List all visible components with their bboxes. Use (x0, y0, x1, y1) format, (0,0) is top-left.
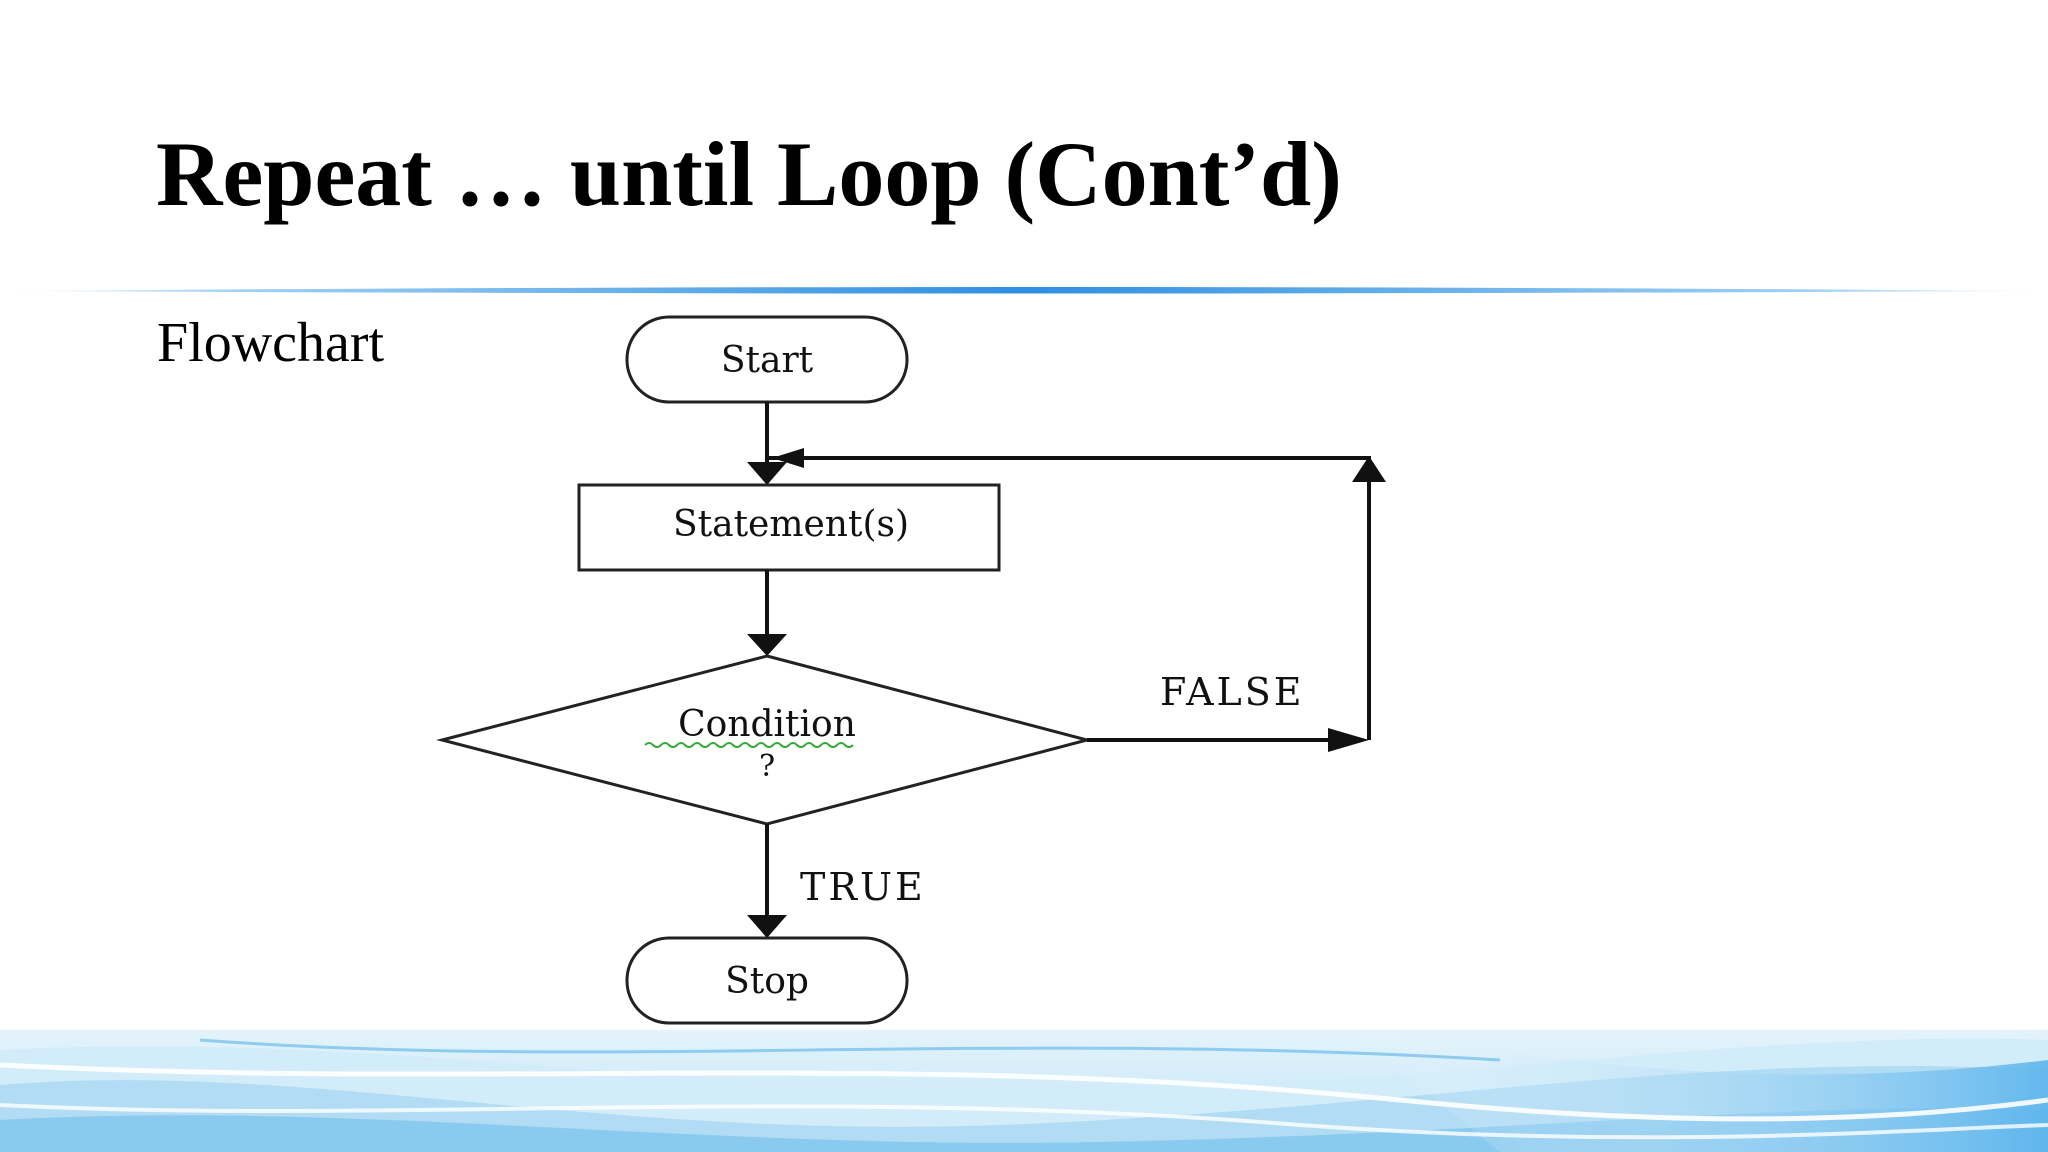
spellcheck-underline (644, 742, 854, 748)
start-node: Start (625, 315, 909, 404)
condition-node: Condition ? (436, 654, 1093, 826)
arrowhead-into-stop (747, 915, 787, 938)
condition-node-label: Condition (678, 704, 856, 745)
start-node-label: Start (721, 340, 814, 381)
false-edge-label: FALSE (1160, 670, 1305, 714)
arrowhead-false-branch (1328, 728, 1369, 752)
stop-node: Stop (625, 936, 909, 1025)
arrowhead-into-statements (747, 462, 787, 485)
true-edge-label: TRUE (800, 865, 926, 909)
condition-node-question: ? (759, 749, 775, 784)
statements-node-label: Statement(s) (673, 504, 909, 545)
title-divider (0, 287, 2048, 294)
arrowhead-loop-top (1352, 456, 1386, 482)
arrowhead-into-condition (747, 634, 787, 656)
slide-title: Repeat … until Loop (Cont’d) (156, 123, 1342, 225)
statements-node: Statement(s) (577, 483, 1001, 572)
footer-wave-decoration (0, 1030, 2048, 1152)
stop-node-label: Stop (725, 961, 809, 1002)
flowchart-label: Flowchart (157, 312, 385, 374)
arrowhead-loop-merge (772, 448, 804, 468)
